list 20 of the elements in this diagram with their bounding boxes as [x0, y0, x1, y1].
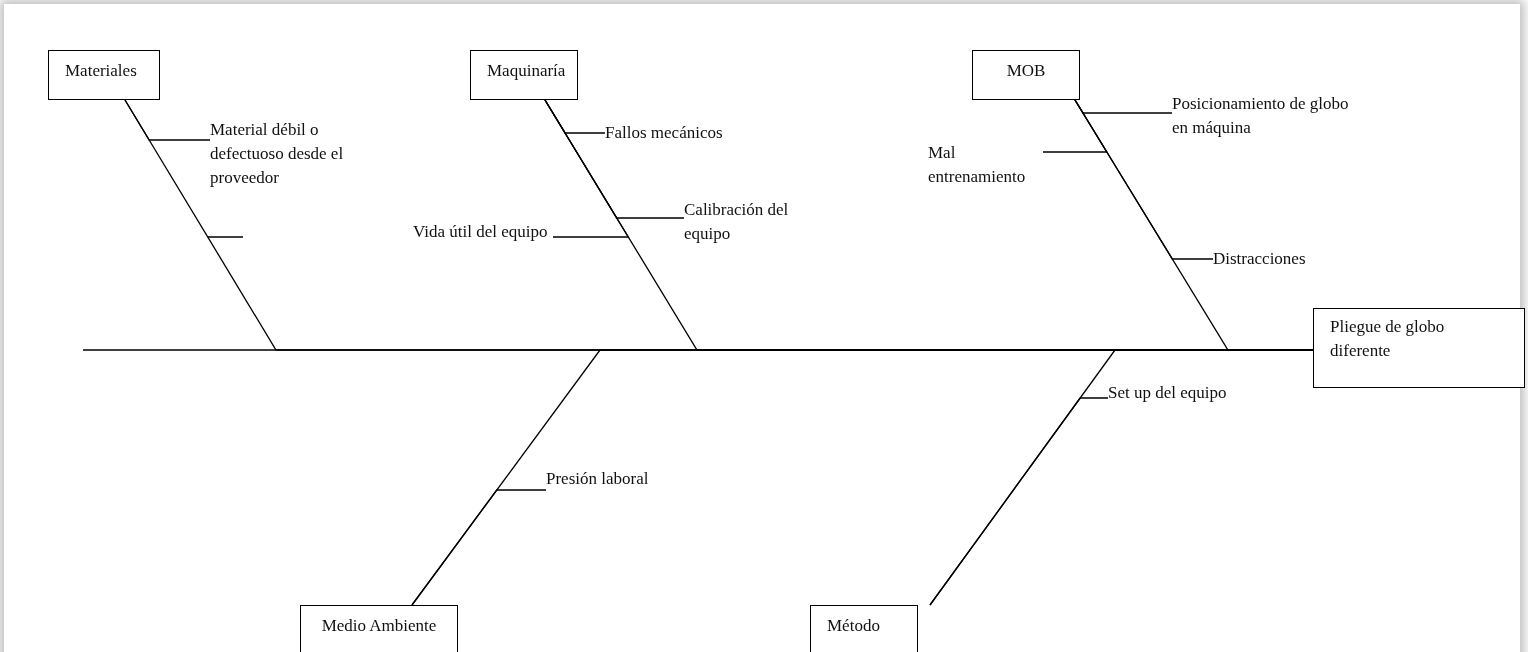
cause-label: Set up del equipo [1108, 381, 1298, 405]
cause-label: Distracciones [1213, 247, 1363, 271]
cause-label: Posicionamiento de globo en máquina [1172, 92, 1362, 140]
category-box: Medio Ambiente [300, 605, 458, 652]
connector-line [544, 99, 630, 238]
category-box: Método [810, 605, 918, 652]
cause-label: Calibración del equipo [684, 198, 814, 246]
connector-line [1074, 99, 1214, 260]
category-box: Maquinaría [470, 50, 578, 100]
cause-label: Presión laboral [546, 467, 716, 491]
cause-label: Vida útil del equipo [413, 220, 553, 244]
connector-line [411, 489, 547, 606]
category-box: Materiales [48, 50, 160, 100]
cause-label: Material débil o defectuoso desde el proveedor [210, 118, 350, 190]
connector-line [124, 99, 211, 141]
category-box: MOB [972, 50, 1080, 100]
cause-label: Fallos mecánicos [605, 121, 785, 145]
connector-line [929, 397, 1109, 606]
cause-label: Mal entrenamiento [928, 141, 1043, 189]
effect-box: Pliegue de globo diferente [1313, 308, 1525, 388]
